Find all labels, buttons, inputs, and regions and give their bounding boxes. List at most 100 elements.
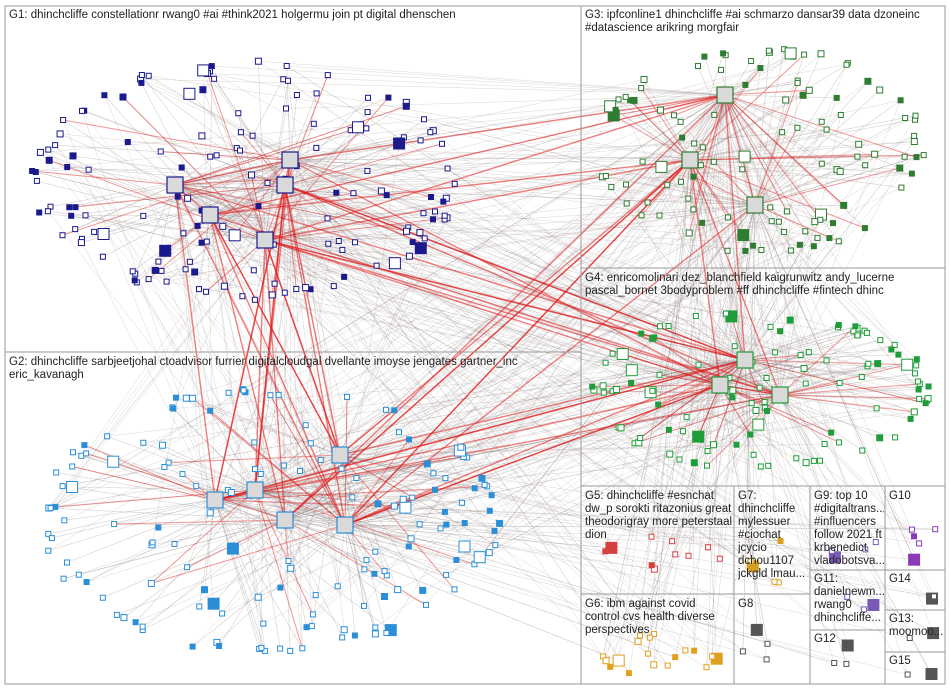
edge [592, 359, 746, 387]
edge-strong [724, 94, 845, 206]
node-g1 [254, 57, 262, 65]
edge [697, 384, 721, 437]
edge [289, 159, 445, 216]
edge [254, 187, 902, 491]
edge [107, 359, 746, 437]
edge [284, 486, 488, 521]
edge [754, 204, 915, 560]
node-g3 [908, 170, 915, 177]
edge [719, 154, 875, 386]
node-g1 [145, 276, 152, 283]
node-g3 [796, 241, 803, 248]
edge [71, 184, 286, 217]
node-g3 [818, 118, 825, 125]
node-g8 [763, 656, 770, 663]
edge [706, 384, 721, 668]
node-g2 [485, 549, 493, 557]
edge [719, 328, 858, 386]
edge [344, 524, 612, 549]
node-g2 [405, 543, 412, 550]
node-g2 [251, 439, 258, 446]
node-g4 [733, 441, 740, 448]
edge-strong [168, 454, 341, 464]
edge [284, 519, 343, 638]
node-g2 [419, 586, 427, 594]
node-g3 [699, 144, 706, 151]
edge [386, 159, 691, 634]
edge [724, 94, 816, 222]
hub-node-g2 [206, 491, 224, 509]
edge [192, 94, 726, 647]
node-g2 [113, 611, 120, 618]
node-g1 [56, 130, 64, 138]
hub-node-g2 [331, 446, 349, 464]
edge [284, 519, 655, 635]
edge [744, 359, 758, 630]
node-g2 [193, 482, 200, 489]
edge-strong [344, 204, 756, 526]
node-g6 [637, 632, 643, 639]
node-g3 [911, 132, 918, 139]
node-g4 [821, 441, 828, 447]
node-g4 [609, 350, 616, 357]
node-g2 [53, 469, 60, 476]
node-g4 [665, 323, 672, 329]
node-g2 [308, 623, 315, 630]
edge-strong [779, 325, 856, 396]
node-g10 [908, 553, 921, 566]
node-g1 [417, 137, 424, 144]
node-g3 [830, 220, 836, 227]
node-g1 [251, 296, 258, 303]
node-g2 [277, 645, 284, 652]
edge [209, 214, 244, 390]
edge [289, 156, 858, 161]
edge [103, 159, 291, 235]
node-g3 [638, 85, 645, 91]
edge [78, 519, 286, 575]
edge [719, 384, 848, 597]
edge [254, 489, 874, 606]
node-g2 [173, 394, 179, 401]
edge-strong [660, 94, 726, 111]
node-g1 [44, 208, 51, 215]
edge-strong [209, 94, 726, 216]
edge [744, 359, 932, 675]
edge [284, 184, 686, 651]
edge [744, 221, 816, 361]
edge [284, 184, 387, 410]
edge [779, 394, 821, 461]
node-g2 [64, 559, 70, 566]
node-g2 [226, 542, 239, 555]
node-g2 [104, 433, 111, 440]
edge [394, 94, 726, 264]
edge [284, 184, 751, 562]
node-g6 [634, 637, 642, 645]
node-g2 [423, 601, 429, 608]
edge-strong [289, 94, 726, 161]
edge-strong [779, 394, 915, 413]
edge-strong [174, 178, 286, 186]
edge [209, 66, 213, 216]
edge-strong [284, 184, 297, 290]
edge-strong [254, 489, 475, 565]
edge-strong [284, 184, 341, 456]
edge [339, 444, 737, 456]
node-g2 [457, 443, 465, 451]
edge-strong [264, 239, 781, 396]
edge [744, 359, 920, 400]
node-g5 [672, 551, 679, 558]
node-g1 [451, 180, 458, 187]
edge [289, 93, 317, 161]
edge [724, 94, 733, 398]
node-g3 [695, 63, 701, 69]
node-g1 [140, 212, 147, 219]
node-g4 [892, 434, 899, 441]
edge [719, 384, 832, 433]
edge [284, 519, 676, 658]
edge [447, 168, 781, 396]
node-g9 [862, 546, 869, 553]
edge [724, 94, 801, 356]
edge [744, 331, 854, 361]
edge [689, 50, 770, 161]
edge [289, 137, 404, 161]
